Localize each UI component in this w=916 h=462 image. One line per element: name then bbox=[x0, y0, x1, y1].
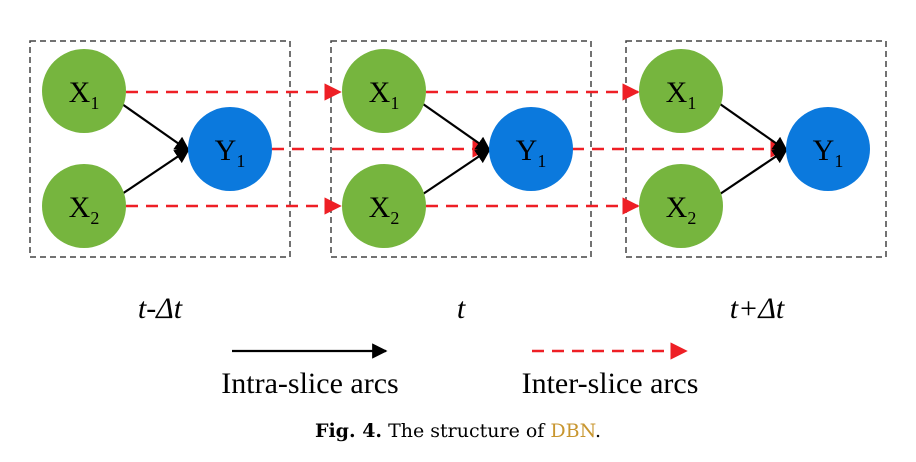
legend-intra-label: Intra-slice arcs bbox=[221, 367, 398, 400]
node-x1-letter: X bbox=[369, 76, 391, 109]
slice-box-t-plus bbox=[625, 40, 887, 258]
svg-text:Y1: Y1 bbox=[516, 134, 547, 171]
svg-text:X2: X2 bbox=[369, 191, 400, 228]
node-x1-circle bbox=[639, 49, 723, 133]
slice-label-t-plus: t+Δt bbox=[730, 292, 785, 325]
svg-text:X1: X1 bbox=[666, 76, 697, 113]
svg-text:Y1: Y1 bbox=[215, 134, 246, 171]
intra-arc-x1-y1-s2 bbox=[422, 103, 492, 152]
node-x2-slice1: X2 bbox=[42, 164, 126, 248]
node-x1-subscript: 1 bbox=[390, 93, 399, 113]
node-x2-letter: X bbox=[369, 191, 391, 224]
slice-label-t: t bbox=[457, 292, 466, 325]
node-x1-slice2: X1 bbox=[342, 49, 426, 133]
node-x2-subscript: 2 bbox=[687, 208, 696, 228]
svg-text:X2: X2 bbox=[69, 191, 100, 228]
slice-box-t bbox=[330, 40, 592, 258]
node-x1-circle bbox=[42, 49, 126, 133]
node-y1-letter: Y bbox=[813, 134, 835, 167]
caption-period: . bbox=[595, 420, 601, 442]
node-y1-circle bbox=[489, 107, 573, 191]
node-x2-subscript: 2 bbox=[90, 208, 99, 228]
node-x1-circle bbox=[342, 49, 426, 133]
node-x1-subscript: 1 bbox=[90, 93, 99, 113]
intra-arc-x2-y1-s3 bbox=[719, 148, 789, 195]
node-y1-slice3: Y1 bbox=[786, 107, 870, 191]
node-x2-letter: X bbox=[69, 191, 91, 224]
intra-arc-x1-y1-s3 bbox=[719, 103, 789, 152]
slice-label-t-minus: t-Δt bbox=[138, 292, 183, 325]
caption-dbn-link[interactable]: DBN bbox=[550, 420, 595, 442]
node-y1-letter: Y bbox=[516, 134, 538, 167]
node-x2-subscript: 2 bbox=[390, 208, 399, 228]
caption-text: The structure of bbox=[388, 420, 550, 442]
node-y1-subscript: 1 bbox=[834, 151, 843, 171]
svg-text:X2: X2 bbox=[666, 191, 697, 228]
node-x2-slice3: X2 bbox=[639, 164, 723, 248]
intra-arc-x2-y1-s1 bbox=[121, 148, 191, 195]
node-y1-slice1: Y1 bbox=[188, 107, 272, 191]
node-y1-subscript: 1 bbox=[236, 151, 245, 171]
intra-arc-x2-y1-s2 bbox=[422, 148, 492, 195]
node-y1-slice2: Y1 bbox=[489, 107, 573, 191]
node-x1-slice1: X1 bbox=[42, 49, 126, 133]
node-y1-circle bbox=[188, 107, 272, 191]
node-x2-letter: X bbox=[666, 191, 688, 224]
node-y1-circle bbox=[786, 107, 870, 191]
node-y1-subscript: 1 bbox=[537, 151, 546, 171]
node-x1-letter: X bbox=[69, 76, 91, 109]
node-y1-letter: Y bbox=[215, 134, 237, 167]
svg-text:X1: X1 bbox=[69, 76, 100, 113]
figure-caption: Fig. 4. The structure of DBN. bbox=[315, 420, 601, 442]
slice-box-t-minus bbox=[29, 40, 291, 258]
svg-text:Y1: Y1 bbox=[813, 134, 844, 171]
node-x2-circle bbox=[42, 164, 126, 248]
intra-arc-x1-y1-s1 bbox=[121, 103, 191, 152]
caption-fig-number: Fig. 4. bbox=[315, 420, 382, 442]
legend-inter-label: Inter-slice arcs bbox=[522, 367, 699, 400]
node-x1-letter: X bbox=[666, 76, 688, 109]
svg-text:X1: X1 bbox=[369, 76, 400, 113]
node-x2-slice2: X2 bbox=[342, 164, 426, 248]
node-x1-slice3: X1 bbox=[639, 49, 723, 133]
node-x2-circle bbox=[342, 164, 426, 248]
node-x2-circle bbox=[639, 164, 723, 248]
node-x1-subscript: 1 bbox=[687, 93, 696, 113]
